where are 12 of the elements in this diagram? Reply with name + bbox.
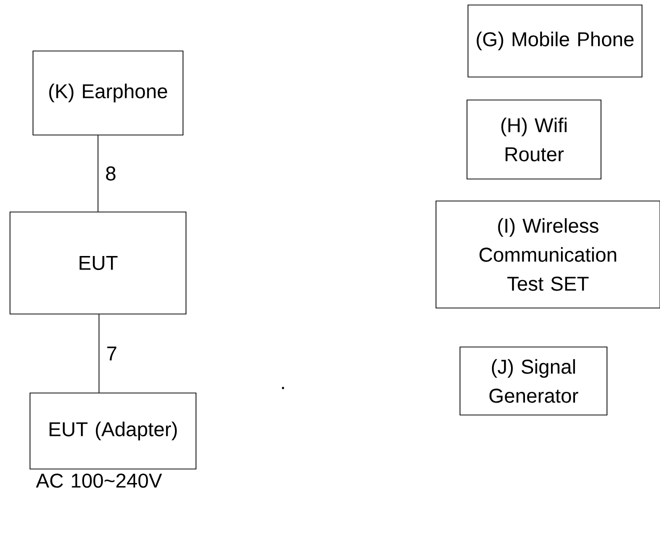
device-box: EUT (Adapter) (30, 392, 196, 470)
connection-line (98, 314, 100, 393)
voltage-note: AC 100~240V (36, 474, 162, 488)
edge-label: 8 (104, 165, 118, 182)
device-box: (I) Wireless Communication Test SET (436, 200, 660, 308)
device-box: (G) Mobile Phone (468, 4, 642, 78)
device-box: (K) Earphone (32, 50, 184, 136)
dot-label: . (282, 386, 284, 390)
edge-label: 7 (105, 346, 118, 362)
device-box: (J) Signal Generator (460, 346, 608, 416)
device-box: (H) Wifi Router (466, 100, 602, 180)
device-box: EUT (10, 212, 186, 314)
